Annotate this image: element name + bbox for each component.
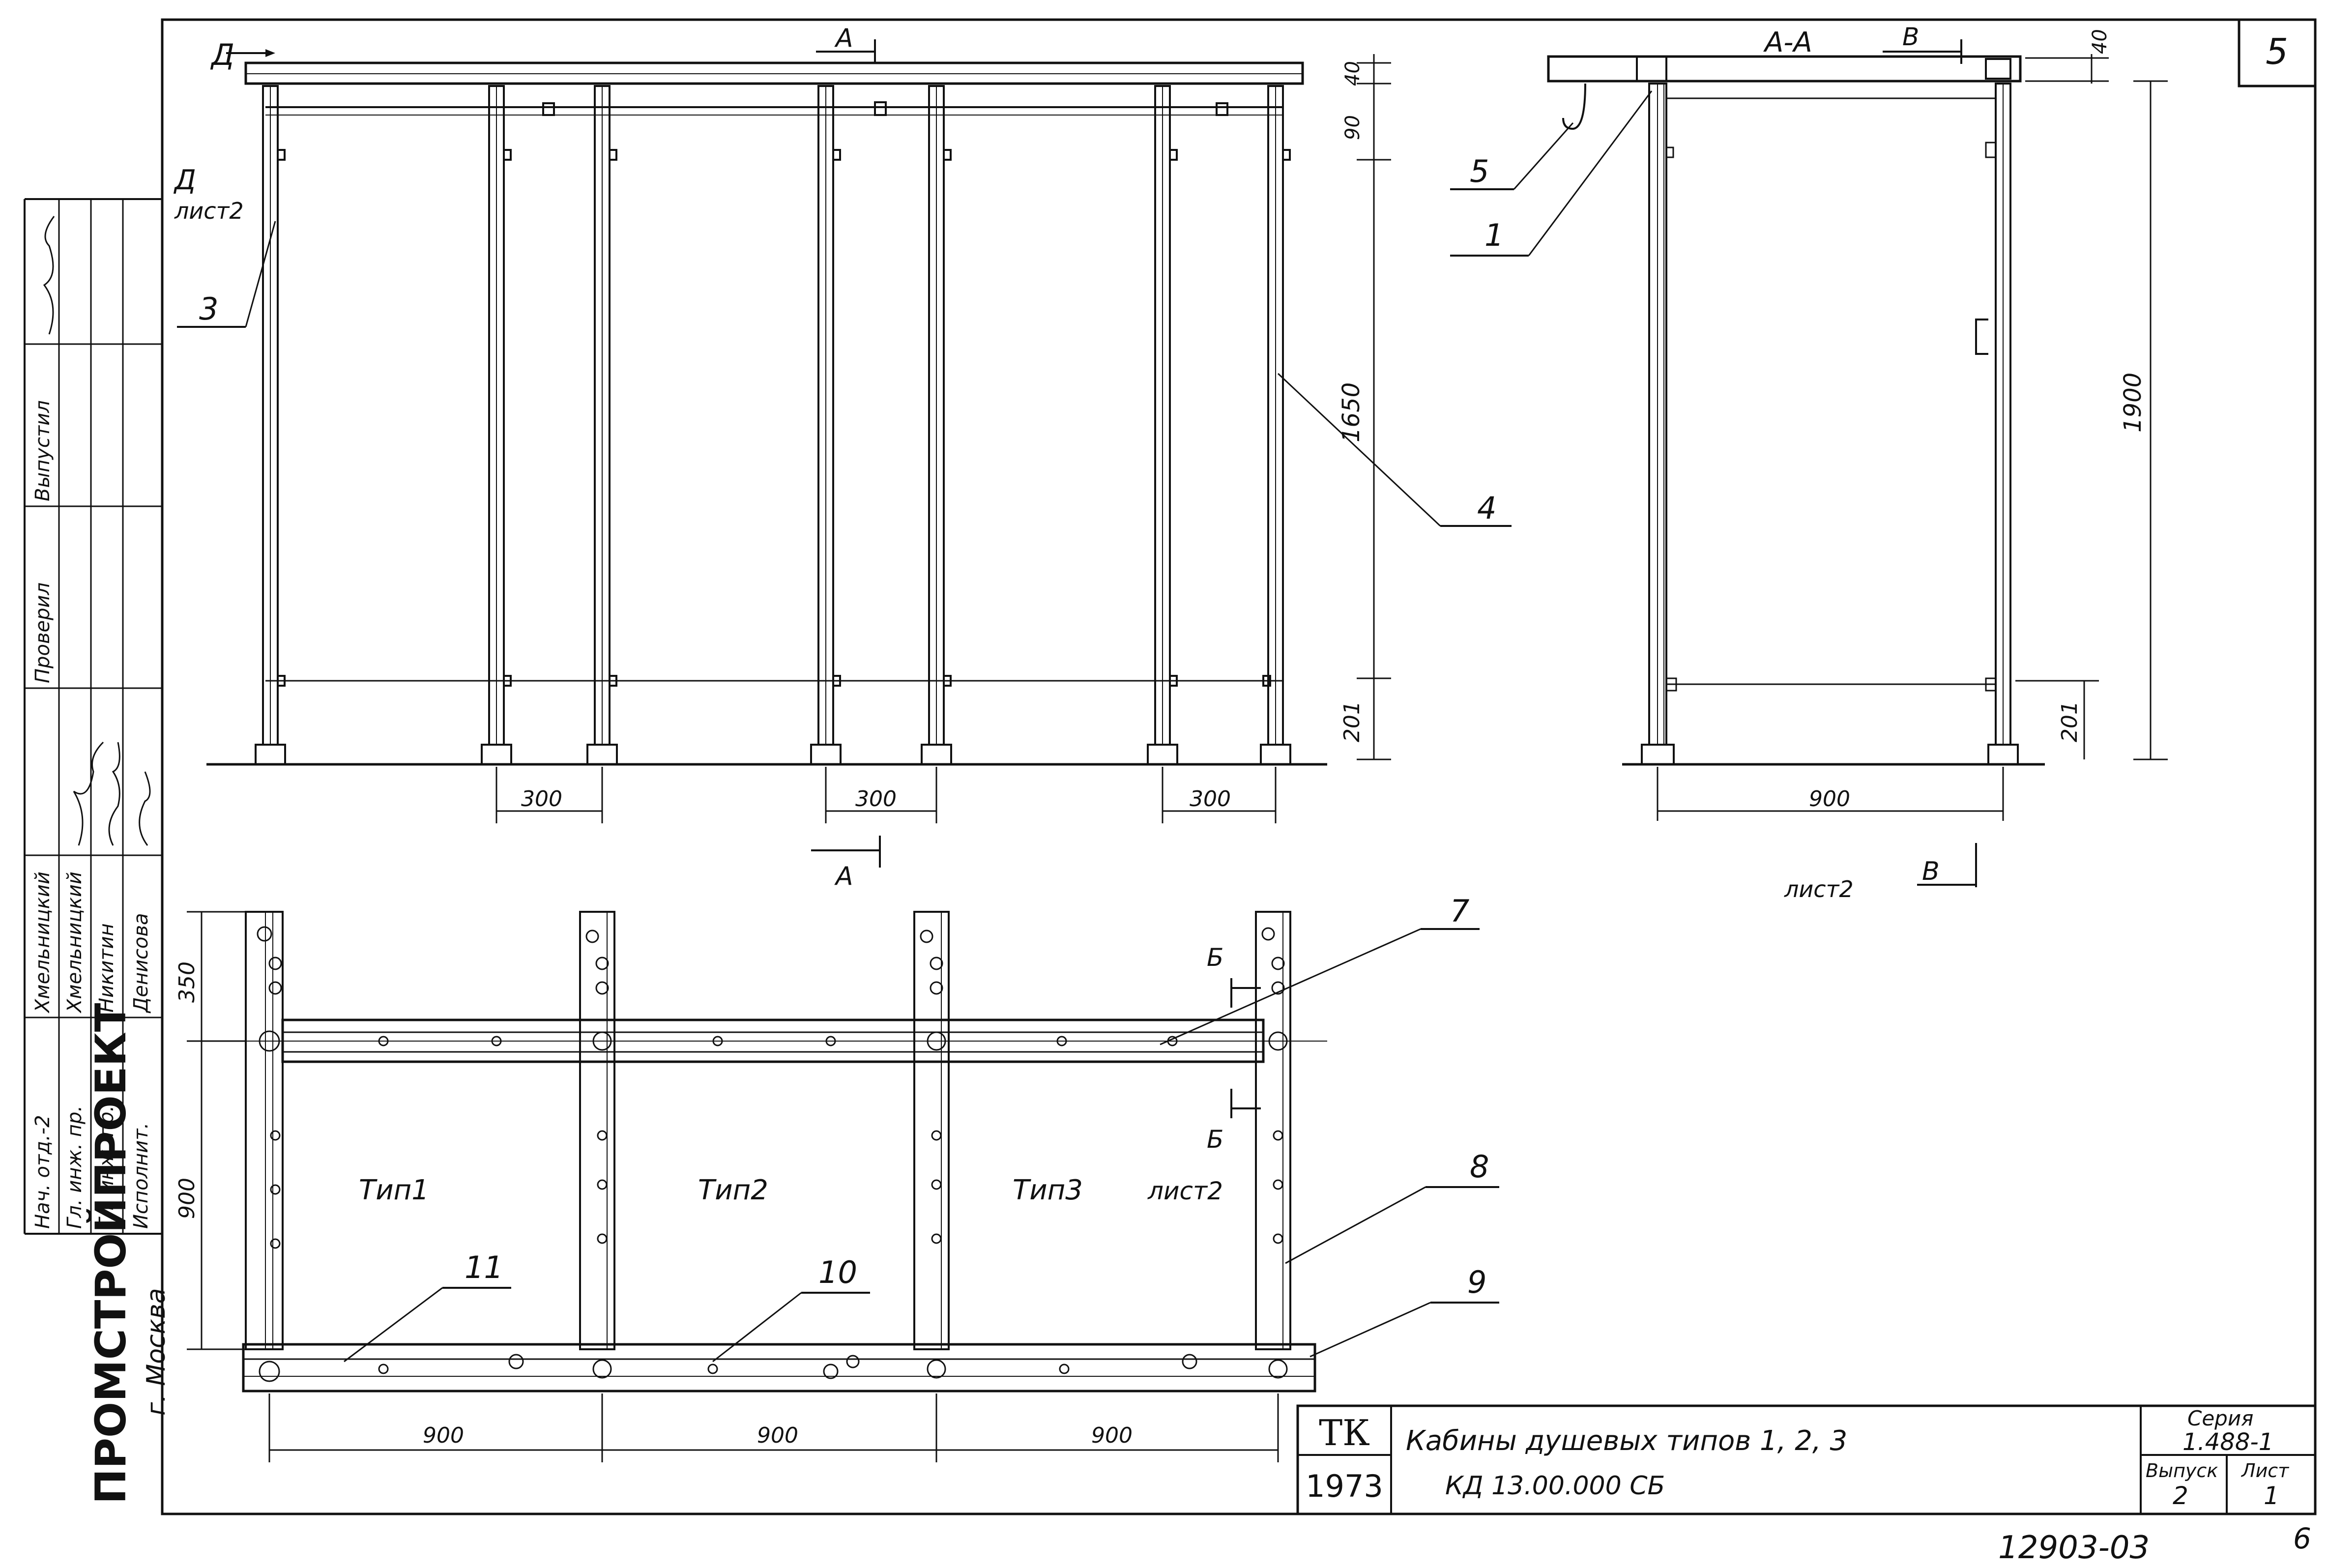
post [810, 85, 842, 765]
stamp-name: Хмельницкий [63, 871, 86, 1014]
dim-300-1: 300 [521, 786, 562, 812]
callout-3: 3 [199, 291, 218, 327]
sheet-label: Лист [2241, 1460, 2290, 1481]
post [255, 85, 286, 765]
stamp-role: Гл. инж. пр. [95, 1105, 118, 1229]
callout-11: 11 [465, 1249, 503, 1285]
callout-1: 1 [1484, 217, 1504, 253]
type-1: Тип1 [359, 1174, 429, 1206]
section-mark-b-top: Б [1207, 943, 1223, 972]
organization: ПРОМСТРОЙПРОЕКТ [86, 1003, 136, 1504]
section-mark-a-bottom: А [834, 862, 853, 891]
dim-1650: 1650 [1338, 382, 1365, 442]
page-number: 6 [2293, 1522, 2311, 1555]
sheet-number-box [2238, 18, 2317, 87]
dim-300-3: 300 [1190, 786, 1231, 812]
dim-201-front: 201 [1339, 701, 1365, 742]
stamp-name: Хмельницкий [31, 871, 54, 1014]
section-mark-a-top: А [834, 24, 853, 53]
section-a-a: А-А В 5 1 [1450, 23, 2168, 902]
issue-value: 2 [2173, 1481, 2188, 1510]
callout-10: 10 [818, 1254, 857, 1290]
dim-300-2: 300 [855, 786, 897, 812]
title-block: ТК 1973 Кабины душевых типов 1, 2, 3 КД … [1296, 1404, 2317, 1515]
dim-90: 90 [1341, 115, 1364, 140]
section-mark-v-top: В [1902, 23, 1919, 51]
side-stamp: Нач. отд.-2 Гл. инж. пр. Гл. инж. пр. Ис… [24, 198, 171, 1504]
drawing-title: Кабины душевых типов 1, 2, 3 [1406, 1425, 1847, 1457]
org-code: ТК [1319, 1412, 1370, 1453]
signature [108, 742, 120, 846]
section-mark-d-sheet: лист2 [174, 198, 244, 224]
city: г. Москва [142, 1288, 171, 1416]
callout-5: 5 [1470, 153, 1489, 189]
series-value: 1.488-1 [2182, 1428, 2273, 1456]
callout-8: 8 [1470, 1149, 1489, 1185]
series-label: Серия [2187, 1406, 2253, 1430]
sheet-number: 5 [2266, 31, 2288, 72]
sheet-frame [161, 18, 2317, 1515]
dim-1900: 1900 [2119, 373, 2147, 433]
dim-900-plan: 900 [175, 1178, 200, 1219]
dim-900-b2: 900 [757, 1423, 798, 1448]
dim-201-side: 201 [2057, 701, 2082, 742]
post [481, 85, 512, 765]
dim-40-side: 40 [2089, 29, 2111, 54]
drawing-designation: КД 13.00.000 СБ [1445, 1471, 1665, 1501]
type-3-sheet: лист2 [1147, 1177, 1223, 1205]
section-mark-v-sheet: лист2 [1784, 876, 1854, 902]
post [586, 85, 618, 765]
dim-40-front: 40 [1341, 61, 1364, 86]
dim-900-b3: 900 [1091, 1423, 1133, 1448]
stamp-name: Никитин [95, 923, 118, 1013]
section-mark-b-bottom: Б [1207, 1125, 1223, 1154]
front-elevation: Д А Д лист2 3 4 40 90 1650 201 [173, 24, 1512, 891]
issue-label: Выпуск [2146, 1460, 2218, 1481]
year: 1973 [1306, 1468, 1383, 1504]
post [1147, 85, 1178, 765]
callout-9: 9 [1467, 1264, 1486, 1300]
stamp-name: Денисова [130, 913, 152, 1014]
stamp-extra-role: Выпустил [31, 400, 54, 501]
front-posts [255, 85, 1291, 765]
stamp-role: Гл. инж. пр. [63, 1105, 86, 1229]
section-label: А-А [1763, 27, 1812, 58]
callout-4: 4 [1477, 490, 1496, 526]
signature [73, 741, 104, 846]
stamp-role: Исполнит. [130, 1123, 152, 1229]
signature [139, 771, 151, 846]
post [1260, 85, 1291, 765]
callout-7: 7 [1450, 893, 1469, 929]
signature [43, 216, 55, 335]
type-2: Тип2 [698, 1174, 768, 1206]
dim-900-side: 900 [1809, 786, 1850, 812]
sheet-value: 1 [2264, 1481, 2279, 1510]
section-mark-d-ref: Д [173, 164, 196, 196]
post [921, 85, 952, 765]
archive-number: 12903-03 [1998, 1530, 2150, 1566]
dim-900-b1: 900 [423, 1423, 464, 1448]
bolt-holes [257, 926, 1288, 1382]
type-3: Тип3 [1013, 1174, 1083, 1206]
section-mark-d: Д [210, 38, 234, 72]
plan-view: Тип1 Тип2 Тип3 лист2 Б Б 7 8 9 10 11 350… [175, 893, 1499, 1462]
section-mark-v-bottom: В [1922, 857, 1940, 886]
stamp-role: Нач. отд.-2 [31, 1115, 54, 1229]
dim-350: 350 [175, 961, 200, 1003]
stamp-extra-role: Проверил [31, 582, 54, 683]
